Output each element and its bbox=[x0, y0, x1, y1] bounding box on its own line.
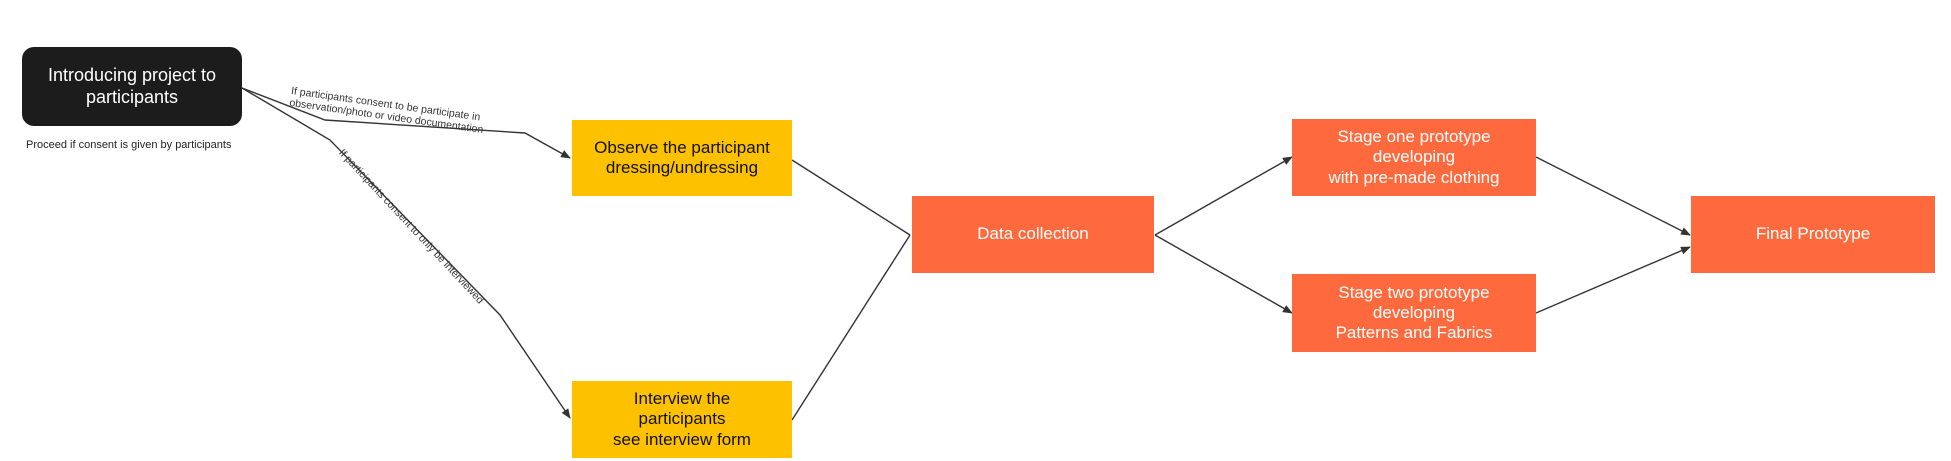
node-final-prototype-label: Final Prototype bbox=[1755, 224, 1871, 244]
node-interview-participants: Interview the participants see interview… bbox=[572, 381, 792, 458]
node-observe-participant-label: Observe the participant dressing/undress… bbox=[594, 137, 770, 177]
edge-stage2-to-final bbox=[1535, 246, 1691, 314]
node-interview-participants-label: Interview the participants see interview… bbox=[613, 389, 751, 449]
node-stage-two-prototype: Stage two prototype developing Patterns … bbox=[1292, 274, 1536, 352]
edge-data-to-stage2 bbox=[1154, 234, 1293, 314]
node-introducing-project-label: Introducing project to participants bbox=[47, 65, 217, 107]
node-stage-one-prototype-label: Stage one prototype developing with pre-… bbox=[1328, 127, 1500, 187]
edge-observe-to-data bbox=[791, 159, 911, 236]
node-stage-one-prototype: Stage one prototype developing with pre-… bbox=[1292, 119, 1536, 196]
node-data-collection: Data collection bbox=[912, 196, 1154, 273]
consent-note: Proceed if consent is given by participa… bbox=[26, 139, 232, 151]
edge-interview-to-data bbox=[791, 234, 911, 421]
edge-intro-to-interview bbox=[241, 87, 571, 419]
node-introducing-project: Introducing project to participants bbox=[22, 47, 242, 126]
node-final-prototype: Final Prototype bbox=[1691, 196, 1935, 273]
node-stage-two-prototype-label: Stage two prototype developing Patterns … bbox=[1335, 282, 1493, 343]
node-observe-participant: Observe the participant dressing/undress… bbox=[572, 120, 792, 196]
edge-stage1-to-final bbox=[1535, 156, 1691, 236]
edge-intro-to-observe bbox=[241, 87, 571, 159]
edge-data-to-stage1 bbox=[1154, 156, 1293, 236]
node-data-collection-label: Data collection bbox=[977, 224, 1089, 244]
